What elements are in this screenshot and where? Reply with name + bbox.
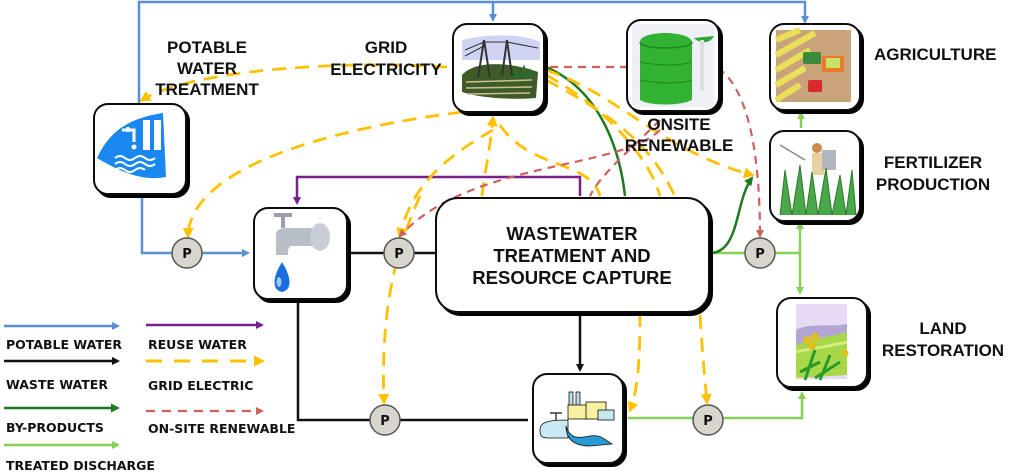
treated-discharge-line-bottom [628,391,806,420]
legend-label: GRID ELECTRIC [148,378,253,393]
pump-label: P [182,247,192,262]
legend-item-grid-electric: GRID ELECTRIC [146,355,265,393]
node-agriculture[interactable]: AGRICULTURE [769,23,996,111]
grid-line-to-pump1 [182,110,463,239]
grid-line-to-potable [139,63,448,102]
reuse-water-line [293,175,582,205]
biogas-tank-icon [632,24,714,107]
potable-water-line-to-use [140,193,250,257]
agriculture-label: AGRICULTURE [874,45,996,64]
pump-label: P [755,247,765,262]
legend-label: POTABLE WATER [6,337,122,352]
water-treatment-plant-icon [97,113,166,179]
crop-sprayer-icon [779,143,857,216]
pump-treated-right[interactable]: P [744,237,776,269]
legend-item-onsite-renewable: ON-SITE RENEWABLE [146,407,295,436]
pump-label: P [380,414,390,429]
flow-lines [137,0,809,422]
pump-treated-bottom[interactable]: P [692,404,724,436]
by-products-line-to-fertilizer [709,176,754,255]
legend-item-waste-water: WASTE WATER [4,357,120,392]
pump-label: P [703,414,713,429]
pump-potable[interactable]: P [171,237,203,269]
power-pylon-icon [462,35,540,99]
legend-label: WASTE WATER [6,377,108,392]
grid-line-to-discharge [545,73,662,410]
grid-line-to-fertilizer [545,68,755,179]
legend-label: ON-SITE RENEWABLE [148,421,295,436]
node-discharge[interactable] [532,373,624,464]
legend-label: BY-PRODUCTS [6,420,104,435]
renewable-line-to-pump5 [717,67,764,238]
renewable-line-to-pump2 [398,129,661,238]
renewable-line-to-treatment [589,119,661,197]
legend-item-reuse-water: REUSE WATER [146,321,264,352]
legend-item-treated-discharge: TREATED DISCHARGE [4,441,155,472]
legend-item-by-products: BY-PRODUCTS [4,403,120,435]
potable-water-line-top [137,0,809,103]
pump-wastewater-bottom[interactable]: P [369,404,401,436]
pump-label: P [394,247,404,262]
legend: POTABLE WATER WASTE WATER BY-PRODUCTS TR… [4,321,295,472]
by-products-line-to-grid [545,65,627,197]
harvester-icon [774,27,851,103]
legend-label: TREATED DISCHARGE [6,458,155,472]
outfall-factory-icon [539,391,615,447]
waste-water-line-bottom [296,300,528,422]
pump-wastewater-in[interactable]: P [383,237,415,269]
node-water-use[interactable] [253,207,348,300]
grid-line-up-from-treatment [480,115,498,197]
grid-line-to-treatment-right [498,124,602,197]
grid-line-to-pump3 [378,195,422,405]
meadow-landscape-icon [795,304,849,381]
legend-label: REUSE WATER [148,337,247,352]
faucet-icon [274,213,330,292]
legend-item-potable-water: POTABLE WATER [4,322,122,352]
onsite-renewable-lines [398,65,764,238]
grid-line-to-pump2 [396,128,494,239]
